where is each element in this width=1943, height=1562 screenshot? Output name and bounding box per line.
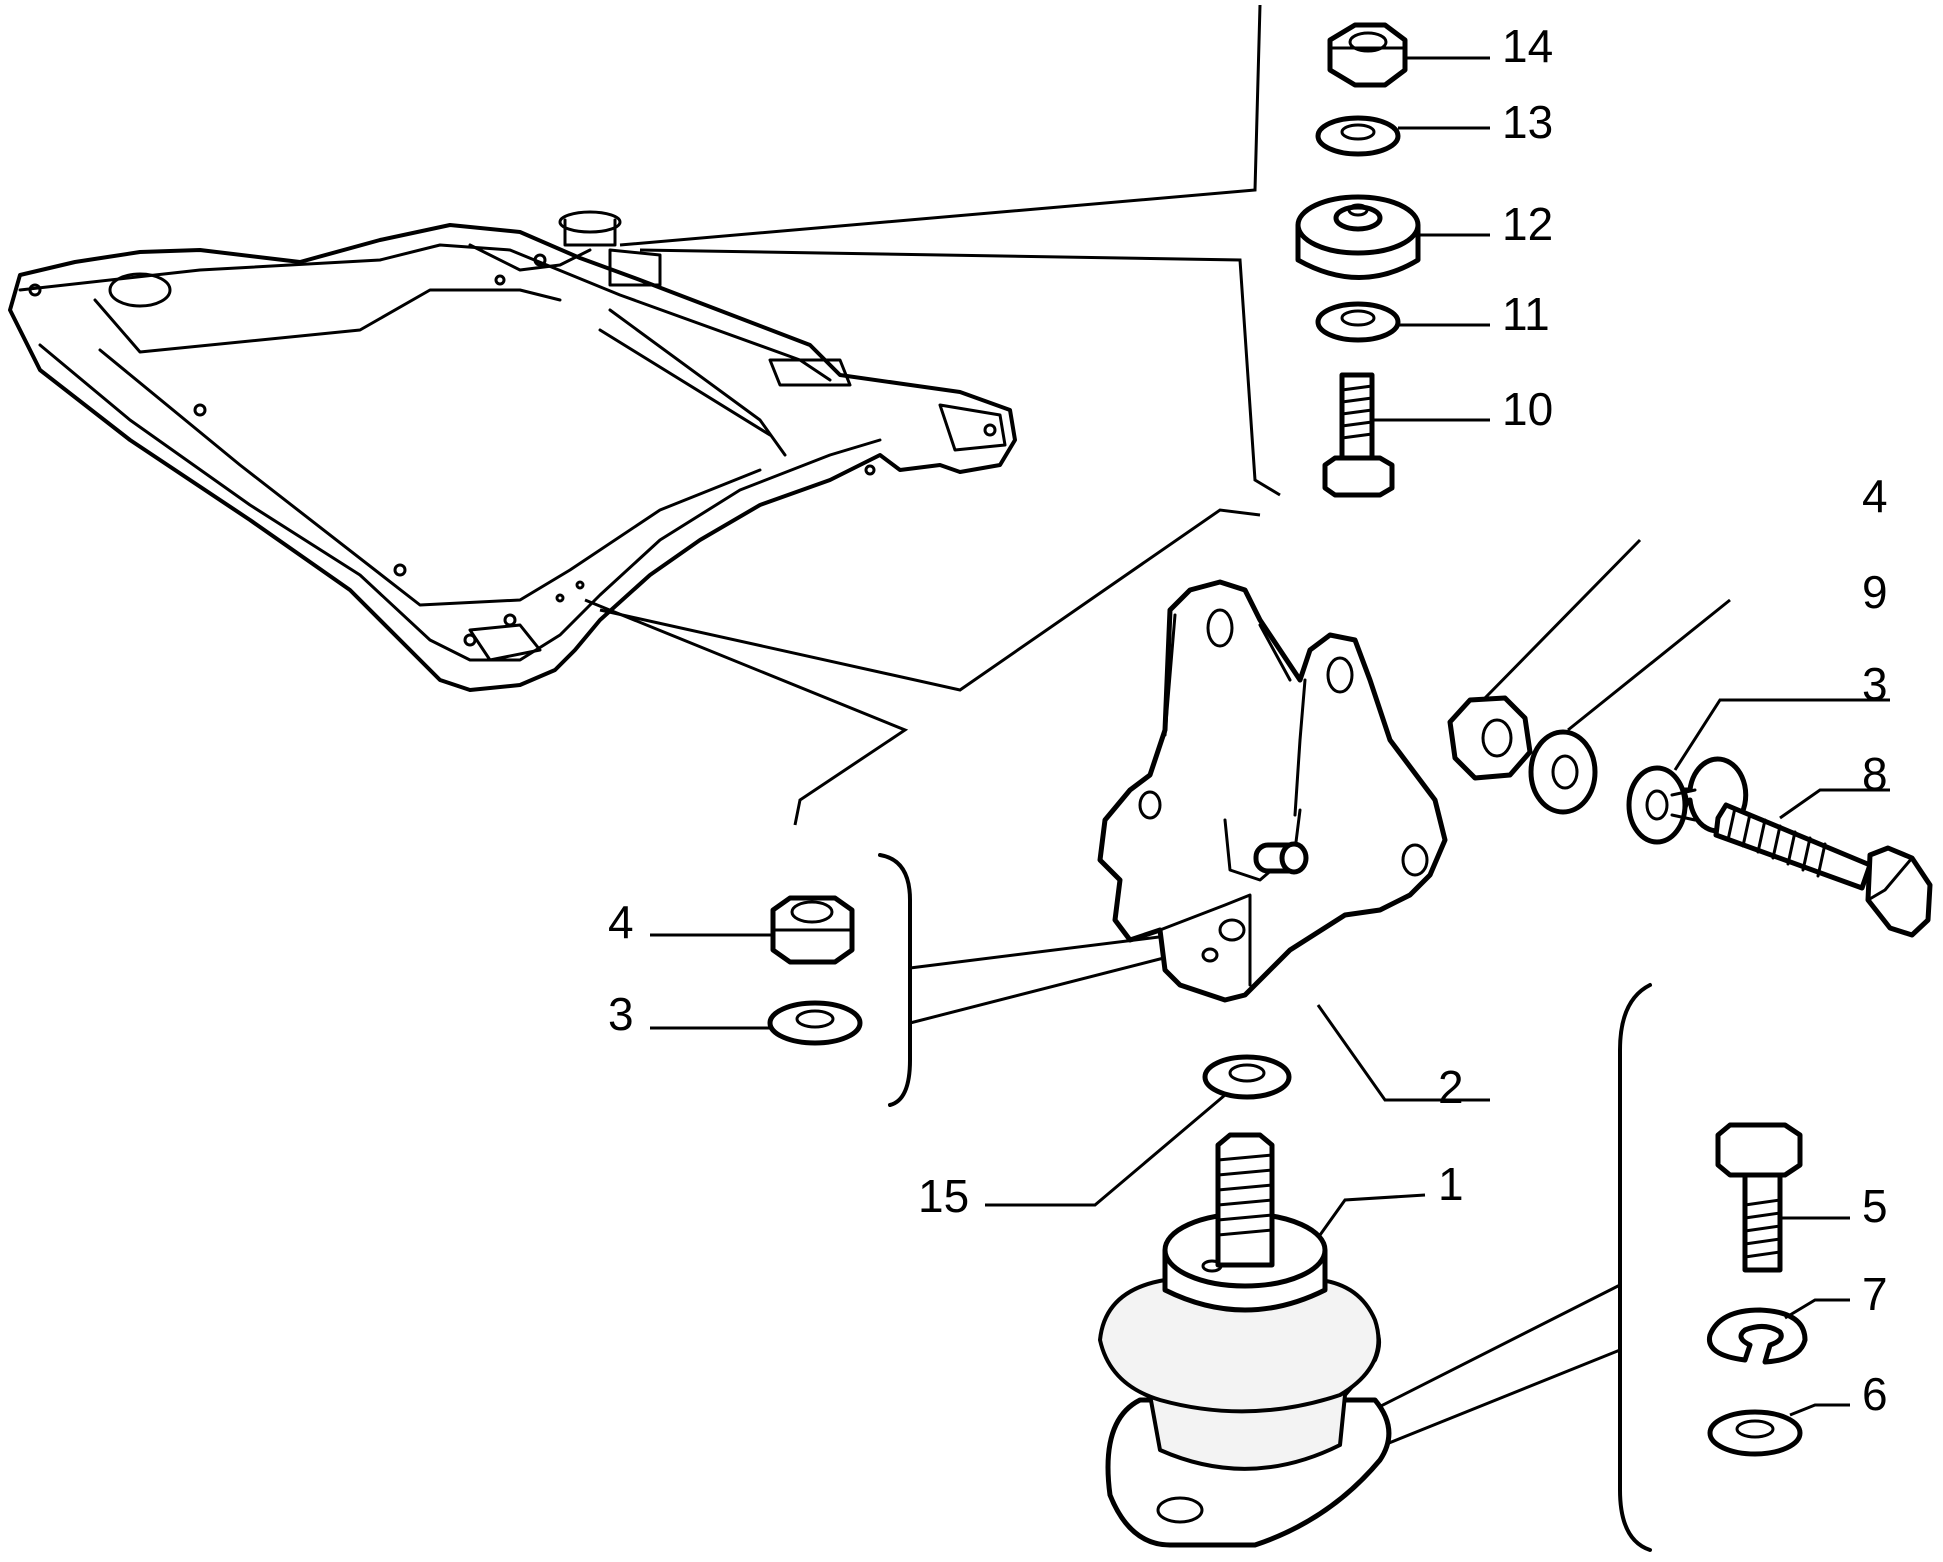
part-6-washer	[1707, 1403, 1850, 1457]
part-15-washer	[985, 1054, 1292, 1207]
part-5-bolt	[1715, 1122, 1850, 1273]
callout-8: 8	[1862, 748, 1888, 800]
callout-6: 6	[1862, 1368, 1888, 1420]
callout-3-left: 3	[608, 988, 634, 1040]
part-9-washer	[1528, 598, 1731, 815]
part-4-nut-right	[1447, 538, 1642, 781]
part-13-washer	[1315, 115, 1490, 157]
part-4-nut-left	[650, 895, 855, 965]
callout-13: 13	[1502, 96, 1553, 148]
part-11-washer	[1315, 301, 1490, 343]
callout-15: 15	[918, 1170, 969, 1222]
part-7-lockwasher	[1706, 1298, 1850, 1365]
callout-9: 9	[1862, 566, 1888, 618]
callout-3-right: 3	[1862, 658, 1888, 710]
callout-12: 12	[1502, 198, 1553, 250]
callout-4-right: 4	[1862, 470, 1888, 522]
callout-14: 14	[1502, 20, 1553, 72]
callout-7: 7	[1862, 1268, 1888, 1320]
callout-4-left: 4	[608, 896, 634, 948]
callout-1: 1	[1438, 1158, 1464, 1210]
part-3-washer-left	[650, 1000, 863, 1046]
part-12-rubber-bushing	[1295, 194, 1490, 280]
callout-5: 5	[1862, 1180, 1888, 1232]
part-8-bolt	[1713, 788, 1933, 938]
part-2-mounting-bracket	[1097, 579, 1490, 1102]
part-1-engine-mount	[1098, 1132, 1426, 1548]
part-14-nut	[1327, 22, 1490, 88]
callout-11: 11	[1502, 288, 1550, 340]
subframe	[8, 210, 1017, 692]
callout-10: 10	[1502, 383, 1553, 435]
part-10-bolt	[1322, 372, 1490, 498]
callout-labels: 14 13 12 11 10 4 9 3 8 4 3 2 15 1 5 7 6	[608, 20, 1888, 1420]
callout-2: 2	[1438, 1061, 1464, 1113]
